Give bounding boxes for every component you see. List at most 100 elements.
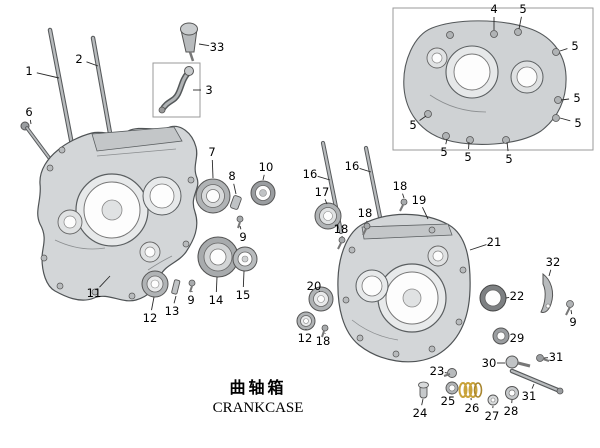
callout-leader-line (548, 269, 552, 277)
screw-9-upper (236, 215, 244, 229)
callout-label-29: 29 (510, 331, 525, 345)
callout-label-26: 26 (465, 401, 480, 415)
callout-leader-line (560, 98, 570, 101)
callout-label-5: 5 (574, 116, 581, 130)
callout-leader-line (318, 290, 320, 292)
stud-bolt-1 (47, 27, 76, 153)
inset-assembled-case (392, 7, 594, 151)
callout-label-22: 22 (510, 289, 525, 303)
callout-label-13: 13 (165, 304, 180, 318)
lever-part-3-box (152, 62, 201, 118)
inset-box (392, 7, 594, 151)
callout-label-17: 17 (315, 185, 330, 199)
callout-label-31: 31 (522, 389, 537, 403)
callout-label-25: 25 (441, 394, 456, 408)
bolt-31a (536, 354, 550, 362)
fitting-23 (443, 368, 457, 378)
bearing-7 (195, 178, 231, 214)
callout-label-5: 5 (505, 152, 512, 166)
breather-part-33 (180, 22, 198, 62)
callout-label-7: 7 (208, 145, 215, 159)
callout-label-21: 21 (487, 235, 502, 249)
callout-leader-line (402, 193, 405, 199)
callout-leader-line (421, 398, 424, 406)
callout-label-5: 5 (573, 91, 580, 105)
callout-label-31: 31 (549, 350, 564, 364)
callout-label-1: 1 (25, 64, 32, 78)
shaft-fitting-30 (505, 355, 531, 369)
callout-leader-line (419, 115, 427, 121)
bolt-18d (321, 324, 329, 338)
callout-label-32: 32 (546, 255, 561, 269)
callout-leader-line (262, 174, 265, 181)
bearing-14 (197, 236, 239, 278)
callout-leader-line (173, 295, 177, 304)
callout-leader-line (151, 296, 155, 311)
callout-leader-line (215, 276, 218, 293)
callout-label-27: 27 (485, 409, 500, 423)
callout-label-9: 9 (569, 315, 576, 329)
callout-leader-line (211, 159, 214, 179)
callout-label-6: 6 (25, 105, 32, 119)
callout-label-18: 18 (334, 222, 349, 236)
callout-leader-line (559, 48, 568, 52)
callout-leader-line (506, 141, 509, 152)
callout-leader-line (239, 225, 242, 230)
oil-seal-15 (232, 246, 258, 272)
bearing-10 (250, 180, 276, 206)
callout-leader-line (445, 138, 448, 145)
seal-29 (492, 327, 510, 345)
bearing-12-left (141, 270, 169, 298)
shaft-31b (509, 368, 564, 395)
bracket-32 (540, 272, 554, 313)
screw-9-right (565, 300, 574, 316)
callout-label-28: 28 (504, 404, 519, 418)
callout-label-16: 16 (303, 167, 318, 181)
callout-label-2: 2 (75, 52, 82, 66)
callout-leader-line (86, 61, 99, 67)
callout-label-5: 5 (571, 39, 578, 53)
callout-leader-line (359, 167, 372, 173)
part-title-english: CRANKCASE (212, 400, 304, 416)
callout-label-9: 9 (187, 293, 194, 307)
callout-label-12: 12 (298, 331, 313, 345)
callout-leader-line (198, 43, 210, 47)
plunger-24 (418, 381, 429, 399)
callout-leader-line (233, 183, 237, 195)
right-crankcase-half (337, 213, 471, 363)
stud-bolt-2 (90, 35, 116, 153)
callout-label-33: 33 (210, 40, 225, 54)
bearing-20 (308, 286, 334, 312)
bolt-18c (337, 236, 346, 250)
callout-label-15: 15 (236, 288, 251, 302)
callout-label-23: 23 (430, 364, 445, 378)
callout-leader-line (469, 244, 487, 251)
o-ring-22 (479, 284, 507, 312)
callout-label-24: 24 (413, 406, 428, 420)
callout-label-5: 5 (440, 145, 447, 159)
spring-26 (458, 382, 483, 398)
dowel-part-8 (229, 195, 242, 210)
bearing-17 (314, 202, 342, 230)
callout-label-18: 18 (358, 206, 373, 220)
washer-27 (487, 394, 499, 406)
callout-label-5: 5 (464, 150, 471, 164)
callout-leader-line (36, 72, 60, 79)
bolt-18b (362, 222, 371, 236)
callout-label-9: 9 (239, 230, 246, 244)
callout-leader-line (570, 309, 573, 315)
plug-28 (505, 386, 519, 400)
callout-leader-line (317, 175, 331, 181)
callout-label-18: 18 (316, 334, 331, 348)
callout-leader-line (531, 383, 535, 389)
callout-label-14: 14 (209, 293, 224, 307)
callout-leader-line (29, 119, 32, 125)
flange-bolt-6 (20, 121, 52, 161)
callout-label-5: 5 (519, 2, 526, 16)
bearing-12-right (296, 311, 316, 331)
callout-label-4: 4 (490, 2, 497, 16)
callout-label-11: 11 (87, 286, 102, 300)
